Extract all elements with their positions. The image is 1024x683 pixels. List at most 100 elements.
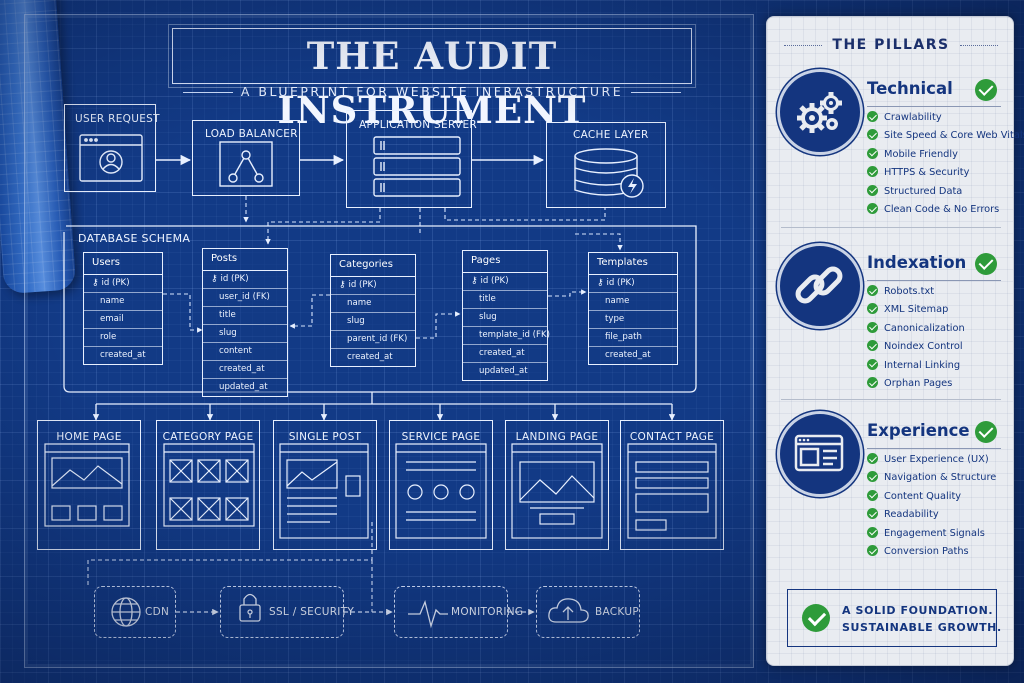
table-field: id (PK)	[203, 271, 287, 289]
pillar-item: User Experience (UX)	[867, 451, 989, 469]
table-name: Categories	[331, 255, 415, 277]
check-icon	[867, 184, 878, 196]
table-field: parent_id (FK)	[331, 331, 415, 349]
check-icon	[867, 111, 878, 122]
load-balancer-box: LOAD BALANCER	[192, 120, 300, 196]
pillar-item-label: Robots.txt	[884, 286, 935, 297]
pillar-item-label: Navigation & Structure	[884, 472, 997, 484]
cdn-label: CDN	[145, 606, 170, 618]
table-field: title	[463, 291, 547, 309]
pillar-item: Site Speed & Core Web Vitals	[867, 127, 1024, 145]
check-icon	[867, 303, 878, 315]
application-server-box: APPLICATION SERVER	[346, 110, 477, 208]
table-field: name	[331, 295, 415, 313]
page-type-box: HOME PAGE	[37, 420, 141, 550]
table-field: id (PK)	[463, 273, 547, 291]
pillar-item: Mobile Friendly	[867, 146, 958, 164]
check-icon	[867, 453, 878, 464]
pillar-rule	[867, 448, 1001, 449]
table-field: name	[84, 293, 162, 311]
check-icon	[867, 489, 878, 501]
pillar-check-icon	[975, 79, 997, 101]
table-field: created_at	[100, 350, 146, 360]
pillar-item: Conversion Paths	[867, 543, 969, 561]
check-icon	[867, 166, 878, 178]
table-field: created_at	[203, 361, 287, 379]
page-type-box: SERVICE PAGE	[389, 420, 493, 550]
table-field: email	[84, 311, 162, 329]
table-field: id (PK)	[331, 277, 415, 295]
check-icon	[867, 285, 878, 296]
check-icon	[867, 147, 878, 159]
table-field: type	[589, 311, 677, 329]
page-type-label: CONTACT PAGE	[629, 431, 715, 443]
pillar-item-label: Orphan Pages	[884, 378, 953, 389]
pillar-item-label: Crawlability	[884, 112, 942, 123]
pillar-divider	[781, 399, 1001, 400]
load-balancer-label: LOAD BALANCER	[205, 128, 298, 140]
pillar-title: Experience	[867, 421, 970, 440]
table-field: created_at	[605, 350, 651, 360]
backup-label: BACKUP	[595, 606, 639, 618]
pillar-item-label: Canonicalization	[884, 322, 965, 334]
ssl-security-box: SSL / SECURITY	[220, 586, 354, 638]
page-type-label: SINGLE POST	[288, 431, 362, 443]
check-icon	[867, 377, 878, 388]
monitoring-label: MONITORING	[451, 606, 524, 618]
foundation-check-icon	[802, 604, 830, 632]
table-name: Templates	[589, 253, 677, 275]
table-name: Pages	[463, 251, 547, 273]
table-field: role	[84, 329, 162, 347]
pillar-item: Structured Data	[867, 183, 962, 201]
pillar-item-label: Internal Linking	[884, 359, 961, 371]
page-type-label: HOME PAGE	[56, 431, 122, 443]
page-type-box: LANDING PAGE	[505, 420, 609, 550]
pillar-item: Crawlability	[867, 109, 942, 127]
pillar-emblem	[777, 243, 863, 329]
check-icon	[867, 358, 878, 370]
pillars-heading: THE PILLARS	[767, 37, 1015, 53]
user-request-box: USER REQUEST	[64, 104, 160, 192]
foundation-box: A SOLID FOUNDATION. SUSTAINABLE GROWTH.	[787, 589, 1001, 647]
pillar-item-label: Site Speed & Core Web Vitals	[884, 130, 1024, 142]
pillar-item: Readability	[867, 506, 939, 524]
page-type-box: CONTACT PAGE	[620, 420, 724, 550]
table-field: name	[589, 293, 677, 311]
pillar-item: Internal Linking	[867, 357, 960, 375]
cache-layer-box: CACHE LAYER	[546, 122, 666, 208]
pillar-item-label: Clean Code & No Errors	[884, 204, 1000, 215]
pillar-item: Orphan Pages	[867, 375, 952, 393]
table-field: file_path	[589, 329, 677, 347]
check-icon	[867, 526, 878, 538]
page-type-label: LANDING PAGE	[515, 431, 599, 443]
pillar-item-label: Readability	[884, 509, 939, 521]
pillar-item: Canonicalization	[867, 320, 965, 338]
pillar-item-label: User Experience (UX)	[884, 454, 989, 465]
check-icon	[867, 508, 878, 520]
pillar-check-icon	[975, 253, 997, 275]
table-field: title	[203, 307, 287, 325]
pillar-title: Indexation	[867, 253, 967, 272]
cdn-box: CDN	[94, 586, 176, 638]
table-field: updated_at	[479, 366, 528, 376]
page-type-label: CATEGORY PAGE	[162, 431, 254, 443]
pillar-title: Technical	[867, 79, 953, 98]
table-field: content	[203, 343, 287, 361]
pillar-item-label: Mobile Friendly	[884, 148, 958, 160]
pillar-item-label: Content Quality	[884, 490, 962, 502]
check-icon	[867, 321, 878, 333]
backup-box: BACKUP	[536, 586, 640, 638]
pillar-item: Clean Code & No Errors	[867, 201, 999, 219]
table-field: created_at	[463, 345, 547, 363]
database-schema-title: DATABASE SCHEMA	[78, 232, 191, 245]
application-server-label: APPLICATION SERVER	[359, 119, 477, 131]
pillar-item: XML Sitemap	[867, 301, 948, 319]
pillar-rule	[867, 106, 1001, 107]
table-field: updated_at	[219, 382, 268, 392]
pillar-item: Navigation & Structure	[867, 469, 996, 487]
pillar-item-label: Conversion Paths	[884, 546, 969, 557]
